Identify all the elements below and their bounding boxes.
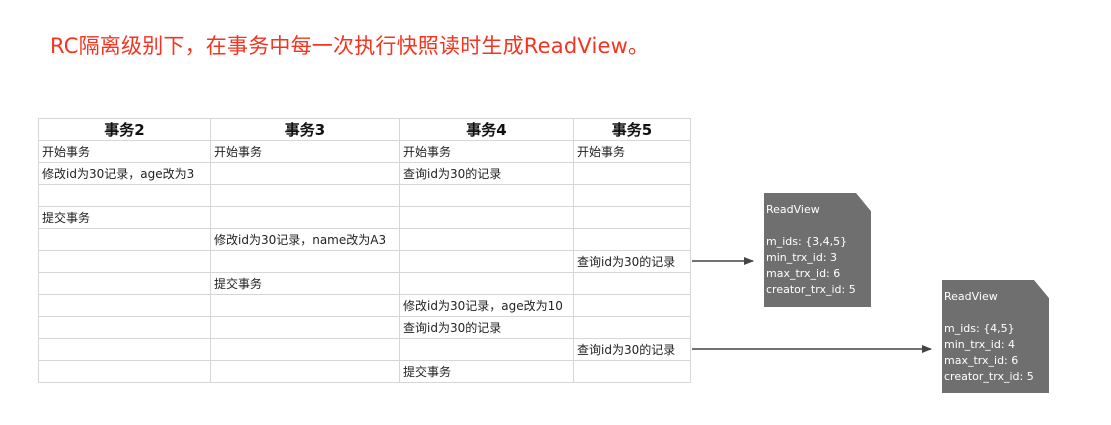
readview-creator-trx-id: creator_trx_id: 5 [766,283,856,296]
table-cell-tx5: 查询id为30的记录 [573,338,691,361]
table-cell-tx3: 修改id为30记录，name改为A3 [210,228,400,251]
readview-min-trx-id: min_trx_id: 3 [766,251,838,264]
readview-max-trx-id: max_trx_id: 6 [944,354,1019,367]
table-cell-tx4: 查询id为30的记录 [399,162,574,185]
table-row: 查询id为30的记录 [38,338,691,361]
table-cell-tx2: 开始事务 [38,140,211,163]
readview-title: ReadView [944,290,998,303]
table-row: 提交事务 [38,360,691,383]
table-cell-tx4: 查询id为30的记录 [399,316,574,339]
table-row: 查询id为30的记录 [38,250,691,273]
readview-m-ids: m_ids: {3,4,5} [766,235,848,248]
header-tx5: 事务5 [573,118,691,141]
table-row: 查询id为30的记录 [38,316,691,339]
table-row: 开始事务开始事务开始事务开始事务 [38,140,691,163]
table-cell-tx5 [573,360,691,383]
table-cell-tx4: 开始事务 [399,140,574,163]
table-cell-tx5: 查询id为30的记录 [573,250,691,273]
page-title: RC隔离级别下，在事务中每一次执行快照读时生成ReadView。 [50,34,650,58]
table-row: 修改id为30记录，name改为A3 [38,228,691,251]
readview-m-ids: m_ids: {4,5} [944,322,1015,335]
table-cell-tx4: 提交事务 [399,360,574,383]
readview-note-2: ReadView m_ids: {4,5} min_trx_id: 4 max_… [942,280,1049,393]
readview-max-trx-id: max_trx_id: 6 [766,267,841,280]
transaction-table: 事务2 事务3 事务4 事务5 开始事务开始事务开始事务开始事务修改id为30记… [38,118,691,383]
readview-creator-trx-id: creator_trx_id: 5 [944,370,1034,383]
table-row [38,184,691,207]
readview-min-trx-id: min_trx_id: 4 [944,338,1016,351]
table-header-row: 事务2 事务3 事务4 事务5 [38,118,691,141]
table-row: 提交事务 [38,206,691,229]
readview-note-1: ReadView m_ids: {3,4,5} min_trx_id: 3 ma… [764,193,871,307]
readview-title: ReadView [766,203,820,216]
